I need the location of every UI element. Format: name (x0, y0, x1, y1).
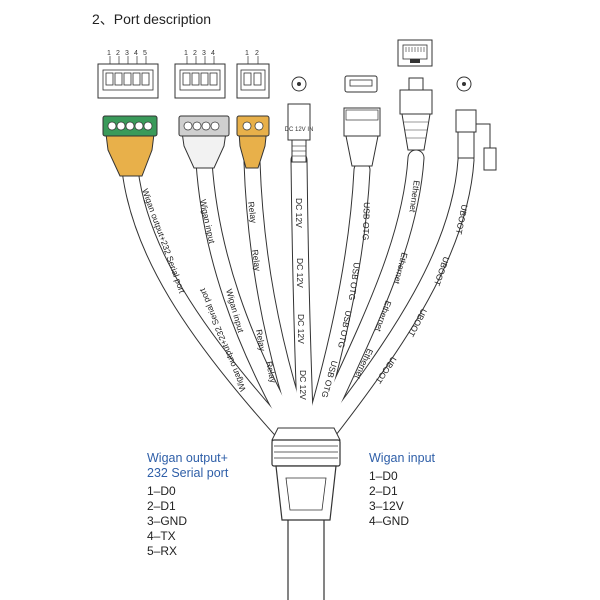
wiegand-output-header-icon: 1 2 3 4 5 (97, 50, 159, 99)
pin-number: 2 (193, 50, 197, 57)
pin-number: 5 (143, 50, 147, 57)
relay-header-icon: 1 2 (236, 50, 270, 99)
usb-plug-connector (343, 107, 381, 167)
main-cable-trunk (287, 520, 325, 600)
rj45-plug-connector (399, 77, 433, 151)
wiegand-output-connector (102, 115, 158, 177)
cable-labels: Wigan output+232 Serial port Wigan outpu… (140, 180, 470, 400)
legend-title: 232 Serial port (147, 466, 229, 480)
dc-jack-label: DC 12V IN (285, 127, 314, 133)
legend-title: Wigan output+ (147, 451, 228, 465)
cable-label-dc12v: DC 12V (296, 314, 306, 344)
cable-label-dc12v: DC 12V (298, 370, 308, 400)
pin-number: 3 (125, 50, 129, 57)
cable-label-dc12v: DC 12V (295, 258, 305, 288)
pin-number: 4 (211, 50, 215, 57)
pin-number: 1 (184, 50, 188, 57)
legend-pin: 2–D1 (147, 499, 176, 513)
dc-plug-connector: DC 12V IN (285, 103, 314, 163)
wiegand-input-legend: Wigan input 1–D0 2–D1 3–12V 4–GND (369, 451, 435, 529)
legend-pin: 2–D1 (369, 484, 398, 498)
dc-jack-icon (291, 76, 307, 92)
pin-number: 1 (107, 50, 111, 57)
usb-port-icon (344, 75, 378, 93)
pin-number: 3 (202, 50, 206, 57)
cable-label-relay: Relay (264, 360, 278, 384)
wiegand-input-header-icon: 1 2 3 4 (174, 50, 226, 99)
pin-number: 1 (245, 50, 249, 57)
cable-label-relay: Relay (246, 201, 259, 225)
section-title: 2、Port description (92, 11, 212, 27)
legend-pin: 1–D0 (369, 469, 398, 483)
round-jack-icon (456, 76, 472, 92)
pin-number: 2 (116, 50, 120, 57)
wiegand-input-connector (178, 115, 230, 169)
legend-pin: 3–GND (147, 514, 188, 528)
legend-title: Wigan input (369, 451, 436, 465)
legend-pin: 3–12V (369, 499, 404, 513)
cable-label-ethernet: Ethernet (407, 180, 421, 214)
rj45-port-icon (397, 39, 433, 67)
legend-pin: 4–TX (147, 529, 176, 543)
cable-label-relay: Relay (250, 249, 263, 273)
pin-number: 2 (255, 50, 259, 57)
wiegand-output-legend: Wigan output+ 232 Serial port 1–D0 2–D1 … (147, 451, 228, 559)
legend-pin: 1–D0 (147, 484, 176, 498)
relay-connector (236, 115, 270, 169)
cable-label-dc12v: DC 12V (294, 198, 304, 228)
cable-label-usb-otg: USB OTG (361, 202, 372, 241)
main-cable-collar (271, 427, 341, 521)
pin-number: 4 (134, 50, 138, 57)
legend-pin: 5–RX (147, 544, 178, 558)
legend-pin: 4–GND (369, 514, 410, 528)
uboot-plug-connector (455, 109, 497, 171)
cable-label-relay: Relay (254, 329, 268, 353)
